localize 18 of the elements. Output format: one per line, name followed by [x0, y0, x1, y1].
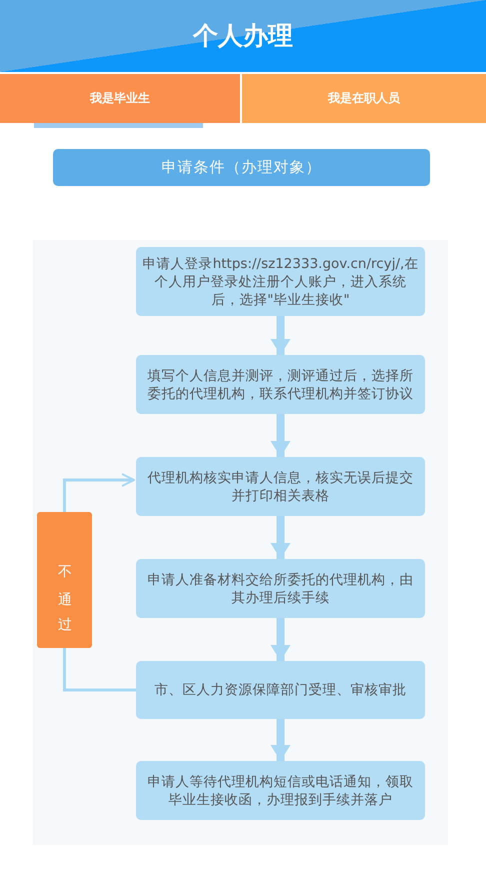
arrow: [270, 414, 290, 457]
arrow: [63, 473, 135, 512]
connector-line: [63, 648, 136, 692]
arrow: [270, 516, 290, 559]
page-title: 个人办理: [192, 20, 294, 52]
process-box: 填写个人信息并测评，测评通过后，选择所委托的代理机构，联系代理机构并签订协议: [136, 355, 425, 414]
tab: 我是毕业生: [0, 74, 240, 123]
process-box: 申请人登录https://sz12333.gov.cn/rcyj/,在个人用户登录处注册个人账户，进入系统后，选择"毕业生接收": [136, 247, 425, 316]
rejection-box: 不通过: [37, 512, 92, 648]
process-box: 申请人等待代理机构短信或电话通知，领取毕业生接收函，办理报到手续并落户: [136, 761, 425, 820]
arrow: [270, 719, 290, 761]
conditions-button: 申请条件（办理对象）: [53, 149, 430, 186]
process-box: 市、区人力资源保障部门受理、审核审批: [136, 661, 425, 719]
arrow: [270, 316, 290, 355]
tab: 我是在职人员: [242, 74, 486, 123]
process-box: 申请人准备材料交给所委托的代理机构，由其办理后续手续: [136, 559, 425, 618]
process-box: 代理机构核实申请人信息，核实无误后提交并打印相关表格: [136, 457, 425, 516]
arrow: [270, 618, 290, 661]
